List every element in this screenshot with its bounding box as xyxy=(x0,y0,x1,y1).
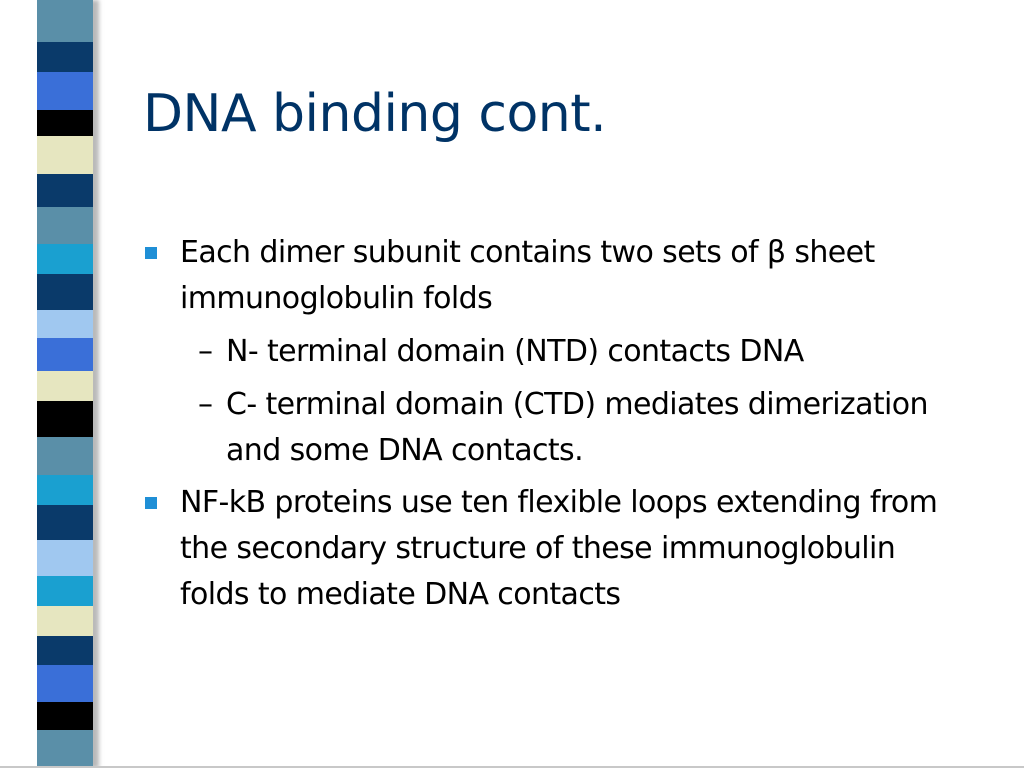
stripe-band xyxy=(37,274,93,311)
stripe-band xyxy=(37,606,93,637)
stripe-band xyxy=(37,401,93,438)
stripe-band xyxy=(37,0,93,43)
stripe-band xyxy=(37,702,93,731)
square-bullet-icon xyxy=(145,247,157,259)
slide-title: DNA binding cont. xyxy=(143,84,607,144)
stripe-band xyxy=(37,310,93,339)
sub-bullet-item: – N- terminal domain (NTD) contacts DNA xyxy=(188,329,973,375)
dash-marker: – xyxy=(198,387,213,422)
stripe-band xyxy=(37,136,93,174)
stripe-band xyxy=(37,338,93,372)
slide-body: Each dimer subunit contains two sets of … xyxy=(143,230,973,618)
square-bullet-icon xyxy=(145,497,157,509)
bottom-divider xyxy=(0,766,1024,768)
stripe-band xyxy=(37,244,93,275)
stripe-band xyxy=(37,576,93,607)
stripe-band xyxy=(37,664,93,703)
stripe-band xyxy=(37,437,93,475)
sub-bullet-text: N- terminal domain (NTD) contacts DNA xyxy=(226,334,804,369)
stripe-band xyxy=(37,371,93,402)
stripe-band xyxy=(37,474,93,505)
stripe-band xyxy=(37,109,93,137)
stripe-band xyxy=(37,540,93,577)
stripe-band xyxy=(37,173,93,207)
sub-bullet-text: C- terminal domain (CTD) mediates dimeri… xyxy=(226,387,929,468)
bullet-item: NF-kB proteins use ten flexible loops ex… xyxy=(143,480,973,618)
dash-marker: – xyxy=(198,334,213,369)
stripe-band xyxy=(37,636,93,665)
sub-bullet-item: – C- terminal domain (CTD) mediates dime… xyxy=(188,382,973,474)
bullet-text: NF-kB proteins use ten flexible loops ex… xyxy=(180,485,938,612)
stripe-band xyxy=(37,72,93,110)
stripe-band xyxy=(37,730,93,768)
decorative-stripe xyxy=(37,0,93,768)
stripe-band xyxy=(37,42,93,73)
bullet-item: Each dimer subunit contains two sets of … xyxy=(143,230,973,322)
stripe-band xyxy=(37,206,93,245)
stripe-band xyxy=(37,504,93,541)
bullet-text: Each dimer subunit contains two sets of … xyxy=(180,235,875,316)
